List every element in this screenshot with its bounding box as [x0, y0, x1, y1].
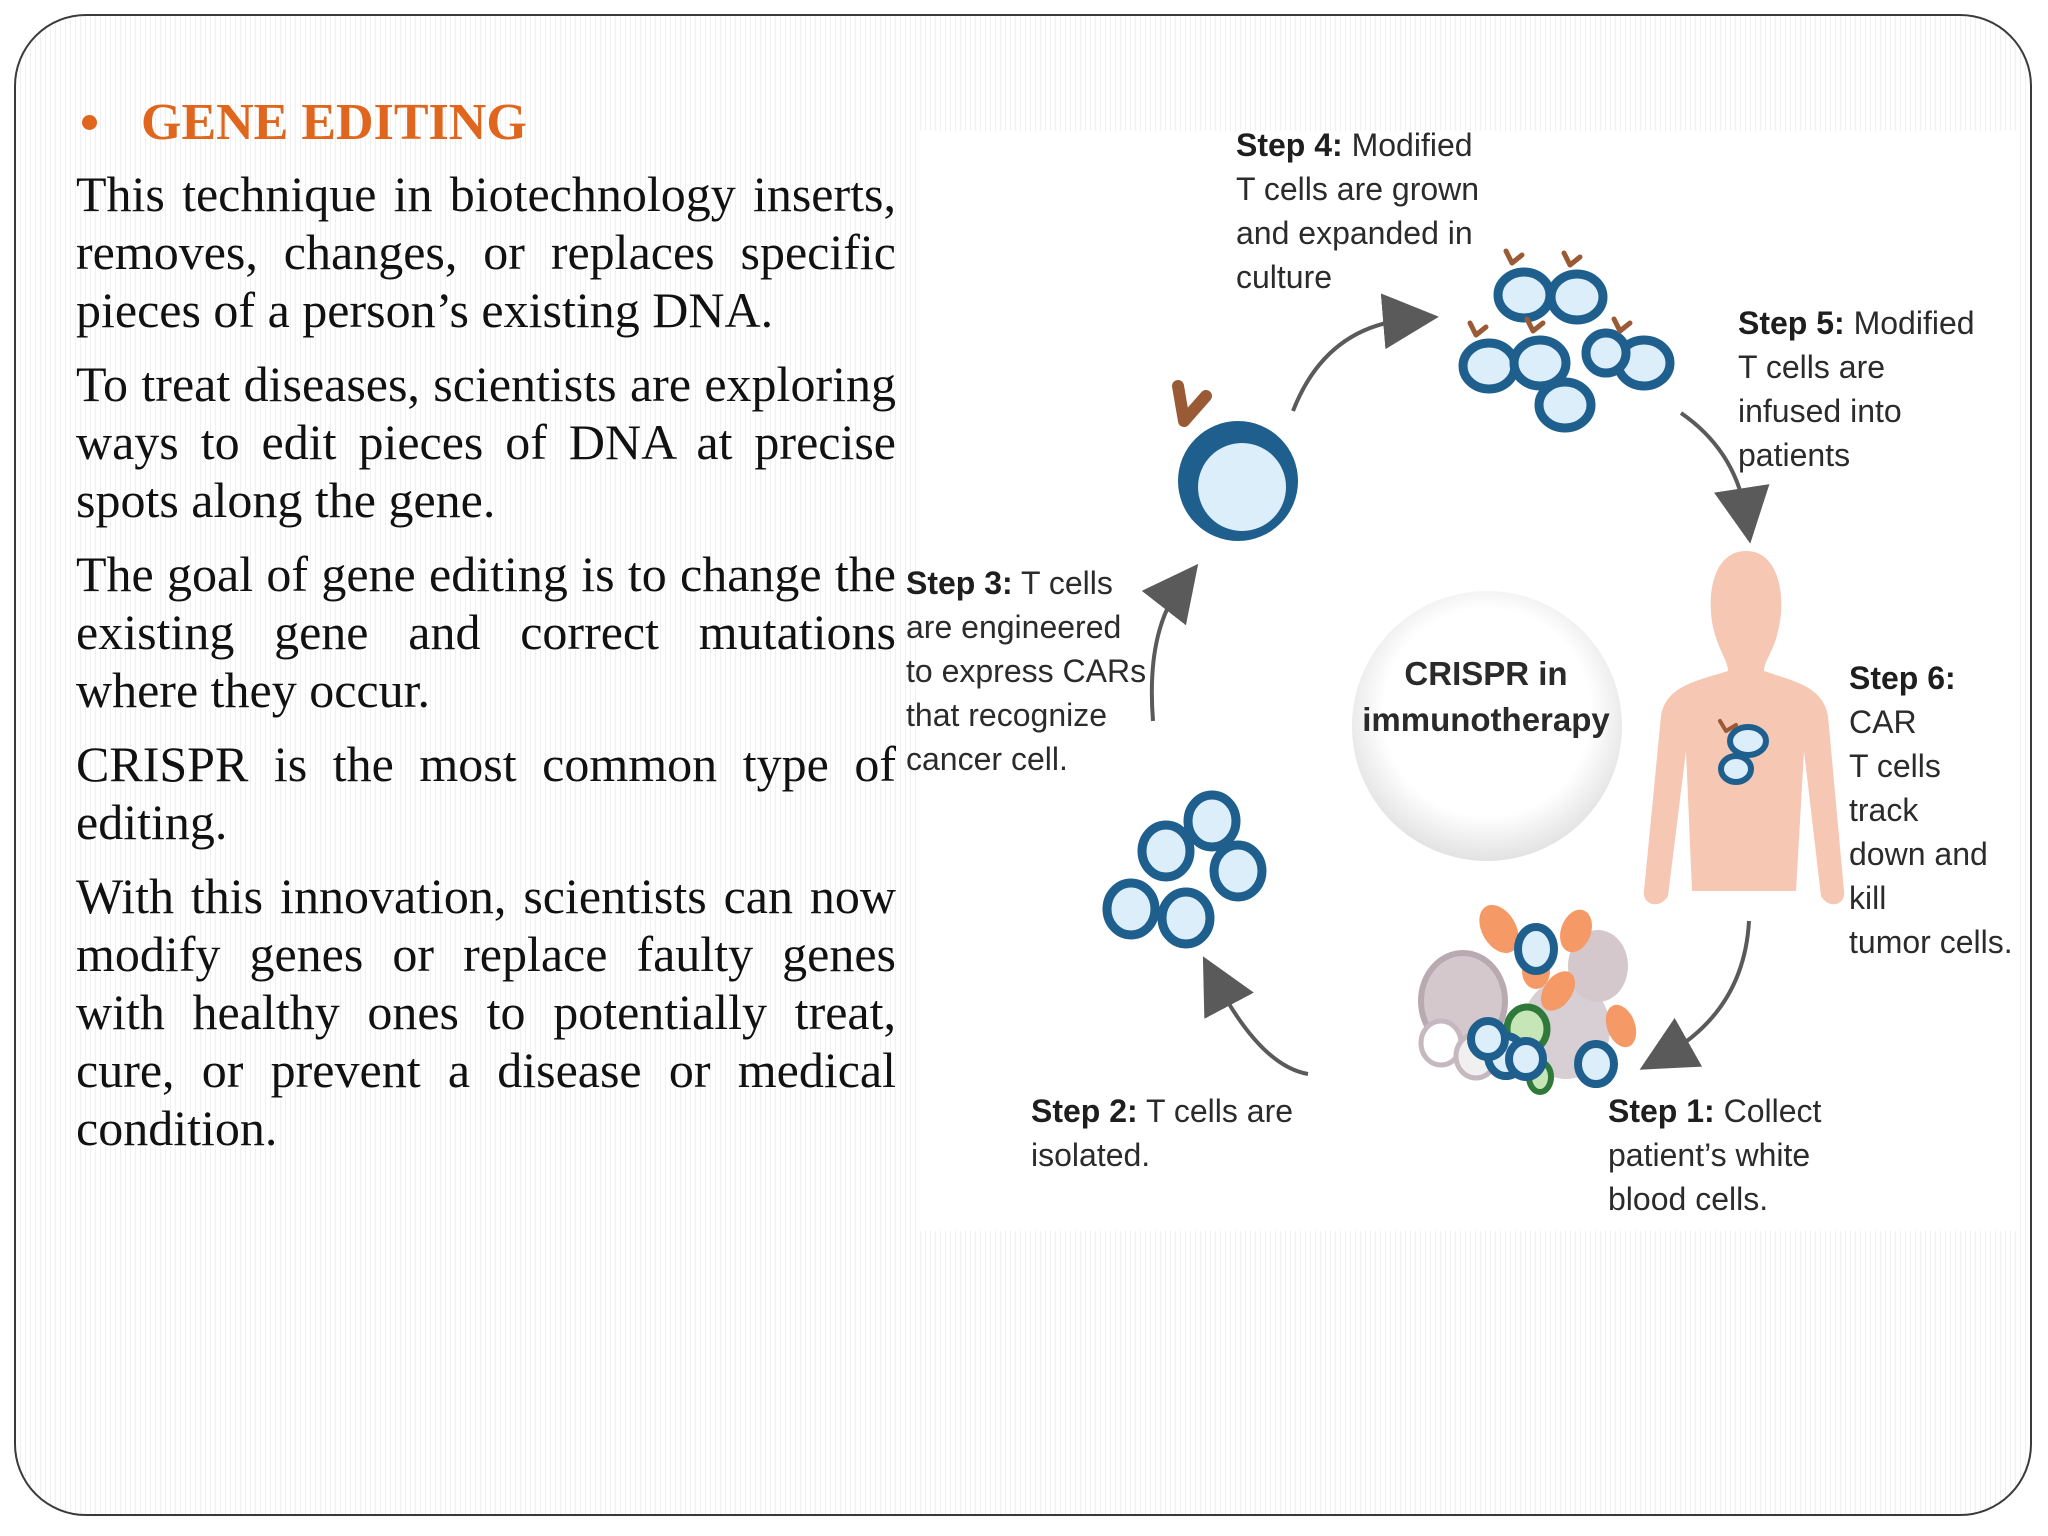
step-5-label: Step 5: Modified T cells are infused int… — [1738, 301, 1975, 477]
step-6-label: Step 6: CAR T cells track down and kill … — [1849, 656, 2016, 964]
step-1-line-3: blood cells. — [1608, 1181, 1769, 1217]
step-4-line-3: and expanded in — [1236, 215, 1473, 251]
step-1-line-1: Collect — [1723, 1093, 1822, 1129]
paragraph-definition: This technique in biotechnology inserts,… — [76, 166, 896, 339]
step-2-line-1: T cells are — [1146, 1093, 1294, 1129]
arrow-step6-to-step1 — [1639, 920, 1751, 1070]
crispr-immunotherapy-diagram: CRISPR in immunotherapy Step 4: Modified… — [906, 127, 2016, 1231]
step-5-line-2: T cells are — [1738, 349, 1886, 385]
step-5-line-1: Modified — [1853, 305, 1975, 341]
step-4-label: Step 4: Modified T cells are grown and e… — [1236, 123, 1479, 299]
receptor-marks — [1467, 248, 1633, 338]
isolated-t-cells-icon — [1102, 790, 1267, 949]
center-label: CRISPR in immunotherapy — [1326, 651, 1646, 743]
paragraph-treatment: To treat diseases, scientists are explor… — [76, 356, 896, 529]
center-label-line-1: CRISPR in — [1404, 655, 1568, 692]
white-blood-cells-icon — [1418, 904, 1637, 1095]
arrow-step4-to-step5 — [1679, 411, 1770, 544]
step-4-line-4: culture — [1236, 259, 1333, 295]
human-body-icon — [1643, 551, 1845, 905]
step-6-line-2: T cells track — [1849, 748, 1941, 828]
slide-frame: GENE EDITING This technique in biotechno… — [14, 14, 2032, 1516]
step-3-title: Step 3: — [906, 565, 1013, 601]
diagram-graphics — [1102, 248, 1845, 1095]
step-2-title: Step 2: — [1031, 1093, 1138, 1129]
center-label-line-2: immunotherapy — [1362, 701, 1610, 738]
step-1-label: Step 1: Collect patient’s white blood ce… — [1608, 1089, 1821, 1221]
step-2-label: Step 2: T cells are isolated. — [1031, 1089, 1293, 1177]
step-6-line-3: down and kill — [1849, 836, 1988, 916]
step-3-line-5: cancer cell. — [906, 741, 1068, 777]
arrow-step3-to-step4 — [1291, 293, 1439, 412]
step-5-title: Step 5: — [1738, 305, 1845, 341]
slide-heading: GENE EDITING — [76, 94, 896, 151]
step-2-line-2: isolated. — [1031, 1137, 1151, 1173]
step-6-title: Step 6: — [1849, 660, 1956, 696]
step-4-line-2: T cells are grown — [1236, 171, 1480, 207]
step-3-line-3: to express CARs — [906, 653, 1147, 689]
paragraph-crispr: CRISPR is the most common type of editin… — [76, 736, 896, 851]
center-circle — [1352, 591, 1622, 861]
step-5-line-4: patients — [1738, 437, 1851, 473]
step-4-title: Step 4: — [1236, 127, 1343, 163]
step-5-line-3: infused into — [1738, 393, 1902, 429]
step-3-line-4: that recognize — [906, 697, 1108, 733]
arrow-step2-to-step3 — [1141, 563, 1199, 722]
paragraph-innovation: With this innovation, scientists can now… — [76, 868, 896, 1157]
text-column: GENE EDITING This technique in biotechno… — [76, 94, 896, 1173]
arrow-step1-to-step2 — [1202, 956, 1309, 1076]
engineered-t-cell-icon — [1172, 380, 1298, 541]
step-3-label: Step 3: T cells are engineered to expres… — [906, 561, 1146, 781]
step-3-line-2: are engineered — [906, 609, 1122, 645]
step-3-line-1: T cells — [1021, 565, 1113, 601]
step-6-line-1: CAR — [1849, 704, 1917, 740]
step-1-line-2: patient’s white — [1608, 1137, 1811, 1173]
bullet-icon — [82, 115, 97, 131]
step-4-line-1: Modified — [1351, 127, 1473, 163]
step-6-line-4: tumor cells. — [1849, 924, 2013, 960]
expanded-cell-cluster-icon — [1458, 267, 1675, 433]
step-1-title: Step 1: — [1608, 1093, 1715, 1129]
heading-text: GENE EDITING — [141, 94, 527, 151]
paragraph-goal: The goal of gene editing is to change th… — [76, 546, 896, 719]
